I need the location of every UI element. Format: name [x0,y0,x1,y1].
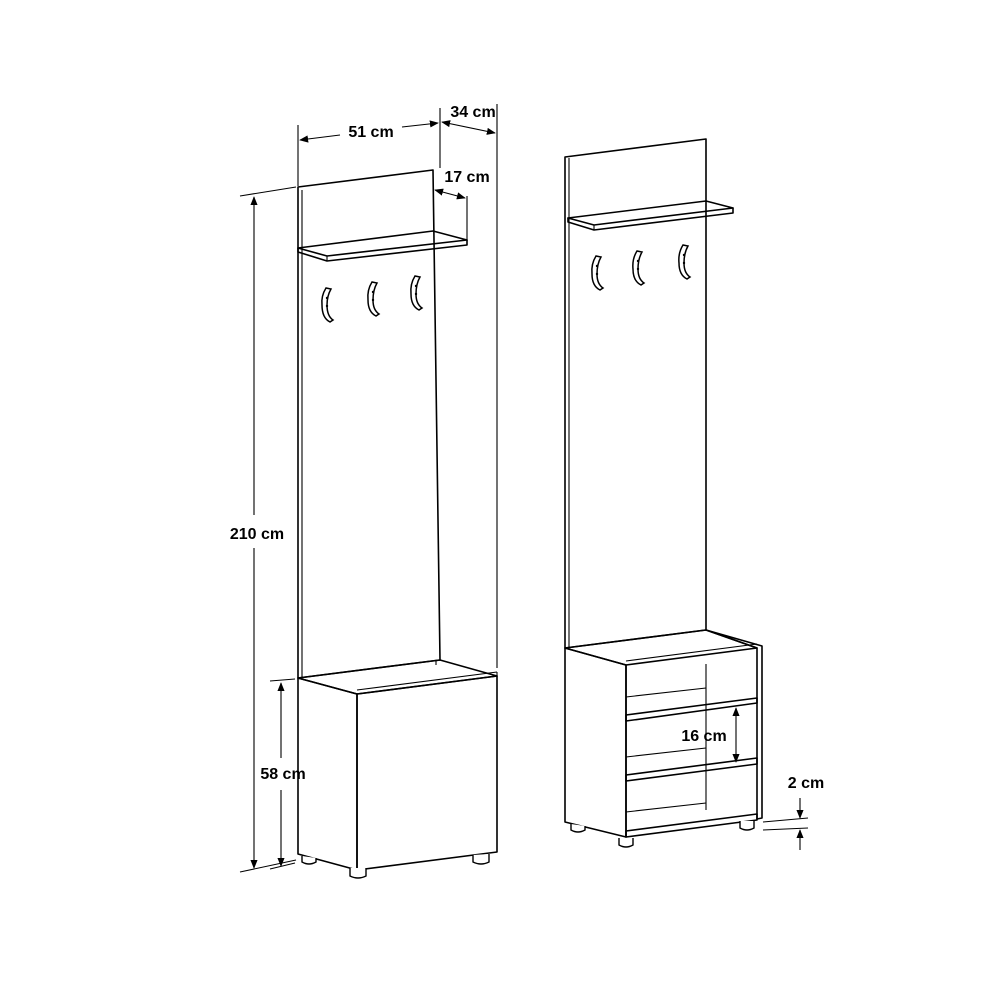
hook-icon [321,287,335,323]
width-label: 51 cm [348,124,393,141]
foot [739,821,755,831]
hook-icon [367,281,381,317]
hook-icon [678,244,692,280]
foot [618,838,634,848]
right-shoe-cabinet [564,629,763,848]
right-unit [564,138,763,848]
hook-icon [591,255,605,291]
hook-icon [410,275,424,311]
left-hooks [321,275,424,323]
dim-height: 210 cm [230,186,297,873]
foot [301,856,317,865]
dim-foot-height: 2 cm [762,775,824,850]
left-unit [297,169,498,879]
dim-width: 51 cm [297,108,441,186]
shelf-spacing-label: 16 cm [681,728,726,745]
dim-shelf-depth: 17 cm [434,169,490,240]
dim-shelf-spacing: 16 cm [681,707,740,763]
hook-icon [632,250,646,286]
foot-height-label: 2 cm [788,775,824,792]
left-cabinet [297,659,498,879]
foot [570,824,586,833]
height-label: 210 cm [230,526,284,543]
foot [349,868,367,879]
base-height-label: 58 cm [260,766,305,783]
depth-label: 34 cm [450,104,495,121]
dimension-lines: 51 cm 34 cm 17 cm 210 cm 58 cm [230,104,824,873]
left-top-shelf [297,230,468,262]
dim-base-height: 58 cm [260,678,306,870]
right-top-shelf [567,200,734,231]
dim-depth: 34 cm [441,104,498,668]
shelf-depth-label: 17 cm [444,169,489,186]
foot [472,854,490,865]
right-hooks [591,244,692,291]
